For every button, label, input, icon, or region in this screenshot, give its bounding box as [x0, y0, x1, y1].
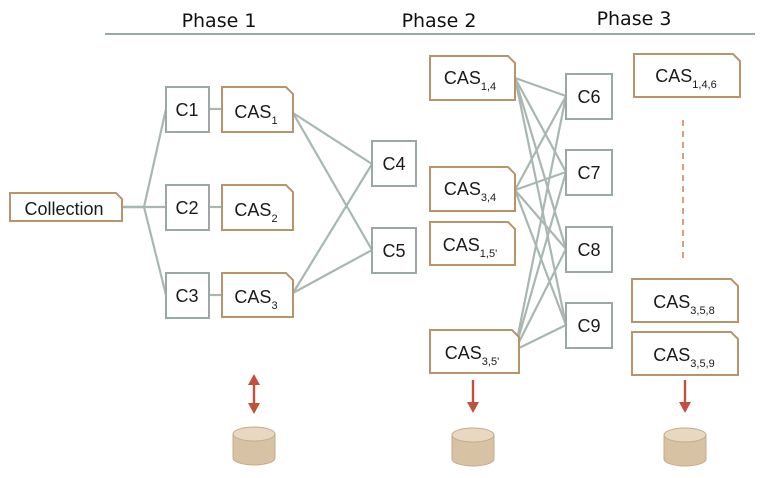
- cas-3-5-8: CAS3,5,8: [631, 278, 739, 323]
- svg-text:CAS2: CAS2: [234, 200, 277, 225]
- cas-subscript: 1,4,6: [692, 79, 716, 91]
- classifier-c5: C5: [371, 227, 417, 274]
- cas-3-5-9: CAS3,5,9: [631, 331, 739, 376]
- database-icon: [232, 426, 276, 466]
- svg-text:CAS1,4,6: CAS1,4,6: [655, 66, 716, 91]
- svg-text:CAS3: CAS3: [234, 287, 277, 312]
- classifier-c3: C3: [165, 272, 210, 319]
- collection-label: Collection: [24, 199, 103, 219]
- cas-label: CAS: [234, 102, 271, 122]
- svg-text:CAS1,5': CAS1,5': [443, 235, 497, 260]
- arrow-up-down-icon: [248, 374, 260, 414]
- cas-subscript: 3,4: [481, 192, 496, 204]
- classifier-label: C9: [577, 316, 600, 336]
- phase-2-label: Phase 2: [402, 10, 477, 32]
- phase-3-label: Phase 3: [597, 8, 672, 30]
- classifier-c4: C4: [371, 140, 417, 187]
- cas-label: CAS: [653, 292, 690, 312]
- cas-label: CAS: [445, 343, 482, 363]
- cas-label: CAS: [444, 68, 481, 88]
- database-icon: [663, 427, 707, 467]
- database-icon: [451, 427, 495, 467]
- classifier-label: C7: [577, 163, 600, 183]
- classifier-label: C4: [382, 154, 405, 174]
- cas-1-4: CAS1,4: [429, 55, 516, 101]
- phase-1-label: Phase 1: [182, 10, 257, 32]
- cas-subscript: 3,5,9: [690, 358, 714, 370]
- classifier-label: C5: [382, 241, 405, 261]
- classifier-c2: C2: [165, 184, 210, 231]
- cas-3-4: CAS3,4: [429, 166, 516, 212]
- cas-subscript: 3,5': [482, 356, 499, 368]
- classifier-label: C3: [175, 286, 198, 306]
- classifier-label: C6: [577, 87, 600, 107]
- cas-2: CAS2: [221, 184, 294, 231]
- cas-1-4-6: CAS1,4,6: [633, 53, 741, 98]
- classifier-label: C1: [175, 100, 198, 120]
- classifier-label: C8: [577, 240, 600, 260]
- classifier-c8: C8: [565, 226, 613, 273]
- cas-subscript: 1: [271, 115, 277, 127]
- arrow-down-icon: [679, 380, 691, 413]
- svg-text:CAS1,4: CAS1,4: [444, 68, 496, 93]
- classifier-c1: C1: [165, 86, 210, 133]
- cas-subscript: 2: [271, 213, 277, 225]
- cas-1-5p: CAS1,5': [429, 221, 516, 266]
- cas-label: CAS: [234, 200, 271, 220]
- cas-subscript: 3,5,8: [690, 305, 714, 317]
- cas-subscript: 1,4: [481, 81, 496, 93]
- svg-text:CAS3,5,8: CAS3,5,8: [653, 292, 714, 317]
- cas-label: CAS: [443, 235, 480, 255]
- cas-3: CAS3: [221, 272, 294, 318]
- svg-text:CAS1: CAS1: [234, 102, 277, 127]
- cas-label: CAS: [655, 66, 692, 86]
- cas-label: CAS: [234, 287, 271, 307]
- svg-text:CAS3,4: CAS3,4: [444, 179, 496, 204]
- cas-label: CAS: [653, 345, 690, 365]
- classifier-c9: C9: [565, 302, 613, 349]
- cas-subscript: 3: [271, 300, 277, 312]
- arrow-down-icon: [467, 380, 479, 413]
- cas-3-5p: CAS3,5': [429, 329, 520, 374]
- cas-1: CAS1: [221, 86, 294, 133]
- svg-text:CAS3,5,9: CAS3,5,9: [653, 345, 714, 370]
- edges: [122, 76, 568, 351]
- classifier-label: C2: [175, 198, 198, 218]
- classifier-c7: C7: [565, 149, 613, 196]
- classifier-c6: C6: [565, 73, 613, 120]
- collection-node: Collection: [9, 192, 123, 222]
- cas-label: CAS: [444, 179, 481, 199]
- cas-subscript: 1,5': [480, 248, 497, 260]
- svg-text:CAS3,5': CAS3,5': [445, 343, 499, 368]
